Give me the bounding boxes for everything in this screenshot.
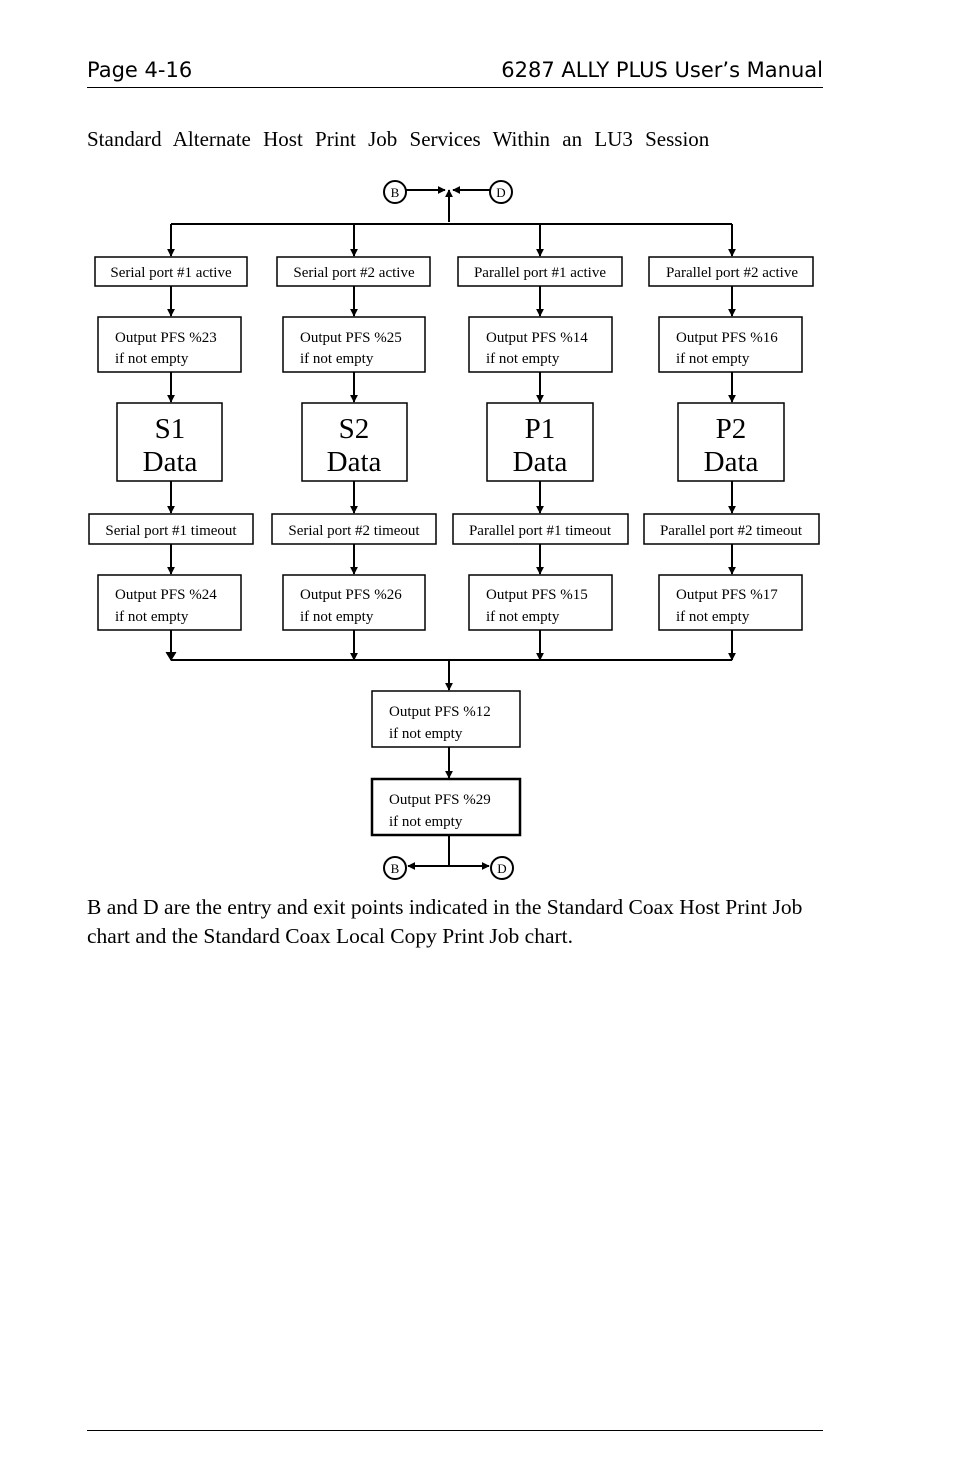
output-after-box-4: Output PFS %17 if not empty (658, 574, 803, 631)
output-line-1: Output PFS %25 (300, 330, 402, 346)
timeout-box-serial-2: Serial port #2 timeout (271, 513, 437, 545)
output-line-2: if not empty (300, 351, 374, 367)
data-box-p2: P2 Data (677, 402, 785, 482)
active-box-serial-2: Serial port #2 active (276, 256, 431, 287)
timeout-box-parallel-1: Parallel port #1 timeout (452, 513, 629, 545)
output-line-2: if not empty (115, 351, 189, 367)
timeout-box-parallel-2: Parallel port #2 timeout (643, 513, 820, 545)
merge-output-line-2: if not empty (389, 726, 463, 742)
active-box-serial-1: Serial port #1 active (94, 256, 248, 287)
connector-d-label: D (497, 861, 506, 876)
output-line-2: if not empty (486, 351, 560, 367)
output-after-box-3: Output PFS %15 if not empty (468, 574, 613, 631)
active-label: Serial port #1 active (110, 265, 232, 281)
output-line-2: if not empty (676, 609, 750, 625)
output-line-2: if not empty (300, 609, 374, 625)
output-line-1: Output PFS %17 (676, 587, 778, 603)
manual-title: 6287 ALLY PLUS User’s Manual (501, 58, 823, 82)
timeout-label: Parallel port #2 timeout (660, 523, 803, 539)
timeout-label: Serial port #1 timeout (105, 523, 237, 539)
connector-b-label: B (391, 861, 400, 876)
active-label: Serial port #2 active (293, 265, 415, 281)
output-line-1: Output PFS %23 (115, 330, 217, 346)
connector-b-label: B (391, 185, 400, 200)
data-line-1: P1 (525, 413, 556, 445)
output-line-1: Output PFS %14 (486, 330, 588, 346)
merge-output-line-1: Output PFS %12 (389, 704, 491, 720)
output-line-1: Output PFS %15 (486, 587, 588, 603)
output-line-2: if not empty (115, 609, 189, 625)
data-line-2: Data (327, 446, 382, 478)
connector-d-label: D (496, 185, 505, 200)
output-before-box-4: Output PFS %16 if not empty (658, 316, 803, 373)
timeout-label: Serial port #2 timeout (288, 523, 420, 539)
data-line-2: Data (143, 446, 198, 478)
output-line-1: Output PFS %26 (300, 587, 402, 603)
flowchart: B D Serial port #1 active Serial port #2… (88, 180, 820, 880)
output-after-box-1: Output PFS %24 if not empty (97, 574, 242, 631)
active-label: Parallel port #1 active (474, 265, 606, 281)
connector-b-top: B (383, 180, 407, 204)
final-output-line-2: if not empty (389, 814, 463, 830)
data-line-1: S1 (155, 413, 186, 445)
final-output-box: Output PFS %29 if not empty (370, 777, 522, 837)
connector-d-bottom: D (490, 856, 514, 880)
output-before-box-1: Output PFS %23 if not empty (97, 316, 242, 373)
active-box-parallel-2: Parallel port #2 active (648, 256, 814, 287)
timeout-label: Parallel port #1 timeout (469, 523, 612, 539)
output-line-2: if not empty (676, 351, 750, 367)
caption-paragraph: B and D are the entry and exit points in… (87, 895, 803, 948)
merge-output-box: Output PFS %12 if not empty (371, 690, 521, 748)
active-box-parallel-1: Parallel port #1 active (457, 256, 623, 287)
page-header: Page 4-16 6287 ALLY PLUS User’s Manual (87, 58, 823, 88)
data-box-s1: S1 Data (116, 402, 223, 482)
output-line-1: Output PFS %16 (676, 330, 778, 346)
output-before-box-3: Output PFS %14 if not empty (468, 316, 613, 373)
output-line-2: if not empty (486, 609, 560, 625)
timeout-box-serial-1: Serial port #1 timeout (88, 513, 254, 545)
connector-d-top: D (489, 180, 513, 204)
output-before-box-2: Output PFS %25 if not empty (282, 316, 426, 373)
data-box-p1: P1 Data (486, 402, 594, 482)
data-box-s2: S2 Data (301, 402, 408, 482)
data-line-2: Data (513, 446, 568, 478)
section-title: Standard Alternate Host Print Job Servic… (87, 127, 710, 151)
collector-arrowhead-1 (165, 651, 177, 661)
data-line-1: P2 (716, 413, 747, 445)
data-line-2: Data (704, 446, 759, 478)
active-label: Parallel port #2 active (666, 265, 798, 281)
final-output-line-1: Output PFS %29 (389, 792, 491, 808)
page-number: Page 4-16 (87, 58, 193, 82)
data-line-1: S2 (339, 413, 370, 445)
footer-rule (87, 1430, 823, 1431)
connector-b-bottom: B (383, 856, 407, 880)
output-after-box-2: Output PFS %26 if not empty (282, 574, 426, 631)
output-line-1: Output PFS %24 (115, 587, 217, 603)
